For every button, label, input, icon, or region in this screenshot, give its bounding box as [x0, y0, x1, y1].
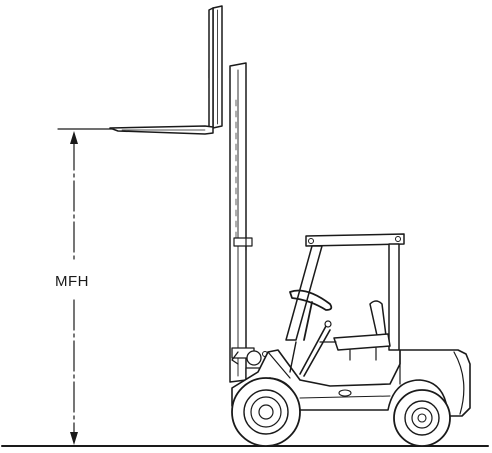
arrow-up-icon: [70, 131, 78, 144]
rear-wheel: [393, 389, 451, 447]
mfh-label: MFH: [55, 273, 89, 290]
operator-seat: [319, 300, 391, 361]
fork-arm: [109, 7, 214, 135]
arrow-down-icon: [70, 432, 78, 445]
outer-mast: [229, 62, 253, 383]
overhead-guard: [285, 233, 405, 351]
front-wheel: [231, 377, 301, 447]
control-levers: [289, 320, 332, 377]
badge-icon: [338, 389, 352, 397]
steering-wheel: [289, 289, 333, 341]
mfh-dimension-line: [70, 131, 78, 445]
